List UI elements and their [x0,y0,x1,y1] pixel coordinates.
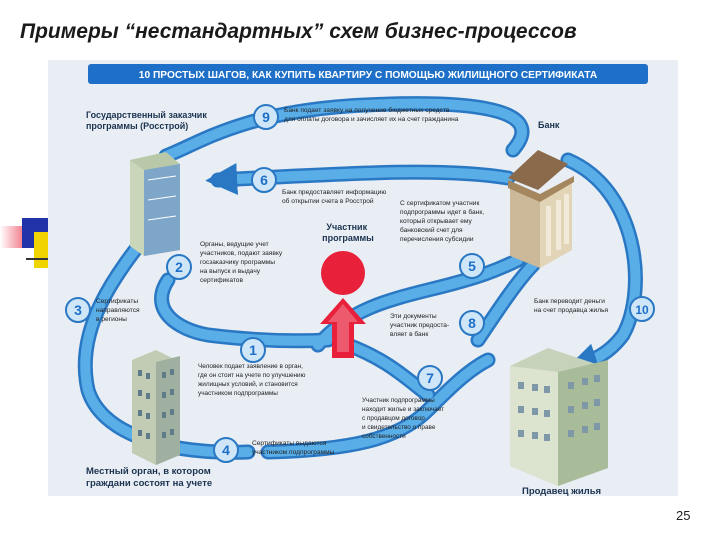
actor-bank-label: Банк [538,120,560,130]
svg-text:5: 5 [468,258,476,274]
process-diagram: 10 ПРОСТЫХ ШАГОВ, КАК КУПИТЬ КВАРТИРУ С … [48,60,678,496]
svg-text:С сертификатом участник: С сертификатом участник подпрограммы иде… [400,200,486,243]
svg-text:Банк подает заявку на получени: Банк подает заявку на получение бюджетны… [284,106,459,123]
svg-text:Органы, ведущие учет уча: Органы, ведущие учет участников, подают … [200,241,284,284]
step-4: 4 Сертификаты выдаются участником подпро… [213,437,335,463]
svg-text:9: 9 [262,109,270,125]
page-number: 25 [676,508,691,523]
seller-building-icon [510,348,608,486]
step-5: С сертификатом участник подпрограммы иде… [400,200,486,279]
svg-text:Сертификаты выдаются уча: Сертификаты выдаются участником подпрогр… [252,440,335,456]
step-10: 10 Банк переводит деньги на счет продавц… [534,296,655,322]
svg-text:Участник подпрограммы на: Участник подпрограммы находит жилье и за… [362,397,446,440]
svg-text:8: 8 [468,315,476,331]
svg-text:Банк предоставляет информацию: Банк предоставляет информацию об открыти… [282,189,388,205]
local-authority-building-icon [132,350,180,465]
svg-text:Эти документы участник п: Эти документы участник предоста- вляет в… [390,313,451,338]
decor-line [26,258,48,260]
svg-text:Банк переводит деньги на: Банк переводит деньги на счет продавца ж… [534,298,609,314]
step-6: 6 Банк предоставляет информацию об откры… [251,167,388,205]
svg-text:Сертификаты направляются: Сертификаты направляются в регионы [96,298,141,323]
svg-text:2: 2 [175,259,183,275]
svg-text:1: 1 [249,342,257,358]
banner-text: 10 ПРОСТЫХ ШАГОВ, КАК КУПИТЬ КВАРТИРУ С … [139,70,598,81]
actor-seller-label: Продавец жилья [522,486,601,496]
actor-local-label: Местный орган, в котором граждани состоя… [86,466,213,489]
step-7: 7 Участник подпрограммы находит жилье и … [362,365,446,440]
svg-text:4: 4 [222,442,230,458]
actor-customer-label: Государственный заказчик программы (Росс… [86,110,209,131]
step-1: 1 Человек подает заявление в орган, где … [198,337,307,397]
actor-participant-label: Участник программы [322,222,374,243]
svg-text:7: 7 [426,370,434,386]
rosstroy-building-icon [130,152,180,256]
bank-building-icon [508,150,574,268]
step-9: 9 Банк подает заявку на получение бюджет… [253,104,459,130]
step-3: 3 Сертификаты направляются в регионы [65,297,141,323]
participant-person-icon [320,251,366,358]
svg-text:Человек подает заявление в орг: Человек подает заявление в орган, где он… [198,363,307,397]
slide-title: Примеры “нестандартных” схем бизнес-проц… [20,20,577,43]
svg-text:6: 6 [260,172,268,188]
svg-text:10: 10 [635,303,649,317]
step-2: 2 Органы, ведущие учет участников, подаю… [166,241,284,284]
step-8: 8 Эти документы участник предоста- вляет… [390,310,485,338]
banner [88,64,648,84]
svg-text:3: 3 [74,302,82,318]
